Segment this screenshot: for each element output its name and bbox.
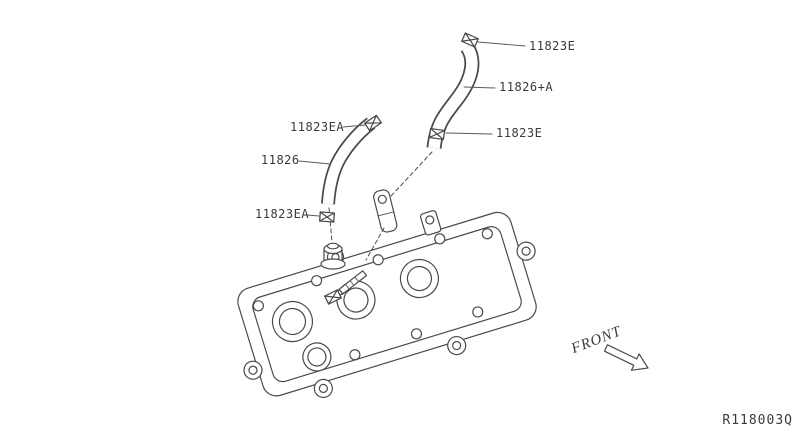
part-label-hose-right: 11826+A: [499, 80, 553, 94]
part-label-clamp-top: 11823E: [529, 39, 575, 53]
pcv-hose-left: [321, 117, 376, 205]
hose-clamp-icon: [428, 127, 446, 141]
diagram-ref-code: R118003Q: [722, 413, 793, 428]
part-label-hose-left: 11826: [261, 153, 300, 167]
pcv-hose-right: [426, 42, 480, 150]
front-indicator: FRONT: [568, 323, 649, 371]
bolt-hole-icon: [252, 228, 493, 361]
callout-leader-lines: [298, 41, 526, 217]
cover-bracket-icon: [419, 210, 442, 236]
pipe-bracket-icon: [373, 189, 398, 233]
breather-fitting-icon: [320, 242, 346, 270]
hose-clamp-icon: [319, 211, 335, 223]
part-label-clamp-upper-left: 11823EA: [290, 120, 344, 134]
front-arrow-icon: [603, 344, 649, 371]
part-label-clamp-lower-left: 11823EA: [255, 207, 309, 221]
part-label-clamp-mid: 11823E: [496, 126, 542, 140]
assembly-dashed-lines: [328, 151, 433, 297]
hose-clamp-icon: [461, 32, 479, 48]
